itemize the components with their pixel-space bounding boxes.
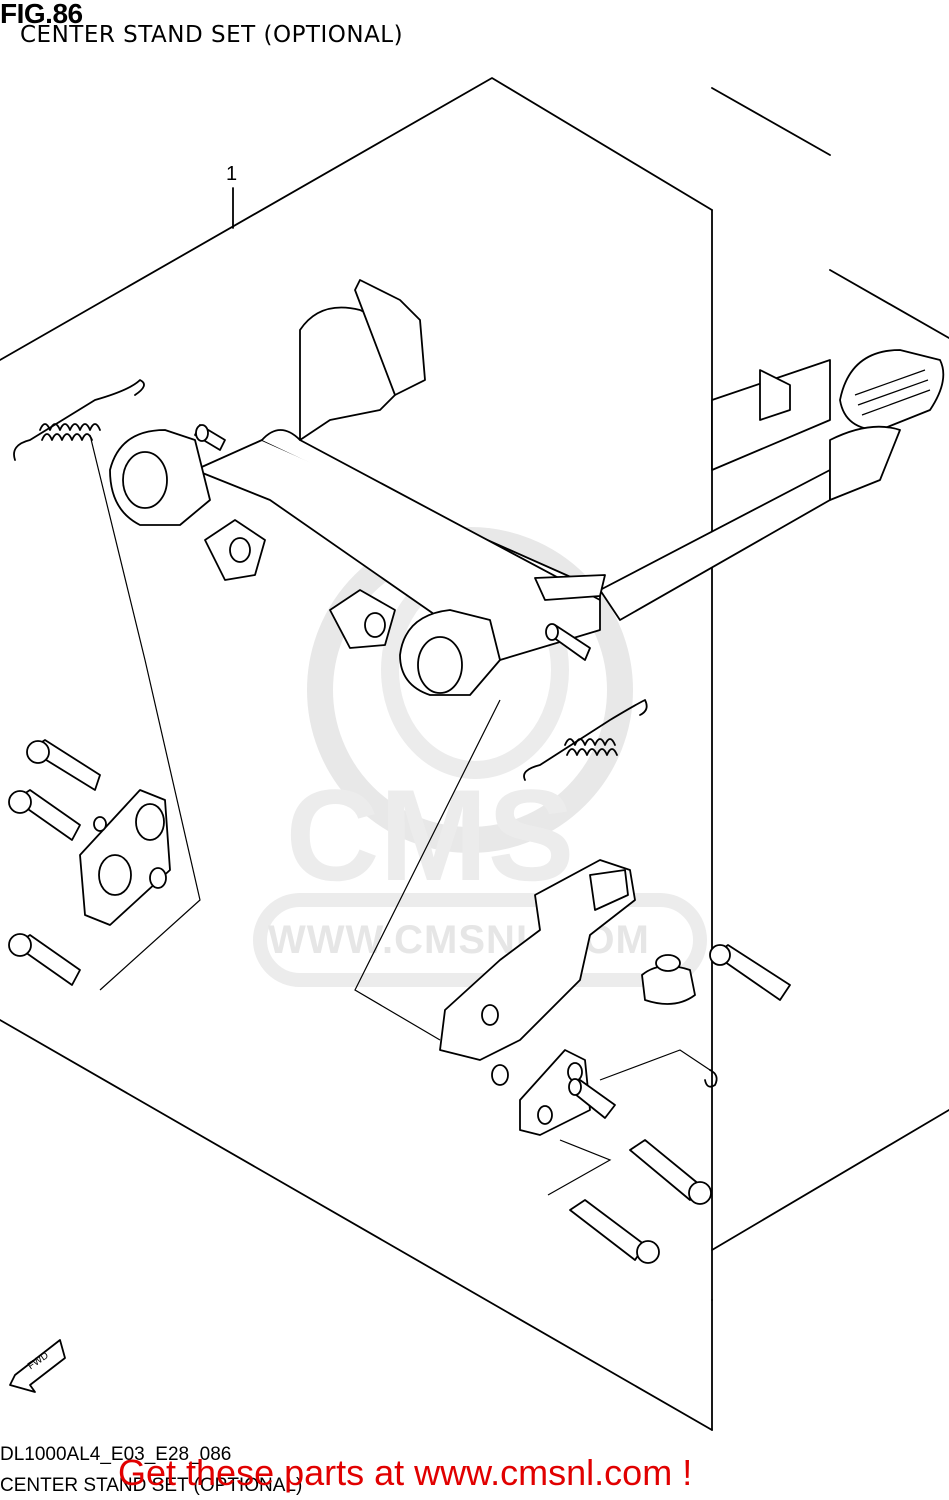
- bolt-right-3: [569, 1199, 660, 1264]
- set-outline: [0, 77, 949, 1431]
- bushing-left: [204, 519, 266, 581]
- model-code: DL1000AL4_E03_E28_086: [0, 1444, 232, 1465]
- clip: [704, 1069, 718, 1088]
- fwd-arrow-icon: FWD: [9, 1339, 66, 1393]
- leader-lines: [89, 434, 711, 1196]
- bolt-left-3: [8, 933, 81, 986]
- bushing-right: [329, 589, 396, 649]
- footer-title: CENTER STAND SET (OPTIONAL): [0, 1475, 303, 1496]
- pin-upper: [194, 424, 226, 451]
- nut-left: [93, 816, 107, 832]
- kick-pedal: [711, 349, 945, 501]
- right-bracket: [439, 859, 636, 1136]
- callout-1: 1: [226, 163, 237, 185]
- spring-left: [13, 379, 145, 461]
- bolt-right-2: [629, 1139, 712, 1205]
- rubber-stopper: [641, 954, 696, 1005]
- figure-title: CENTER STAND SET (OPTIONAL): [20, 22, 404, 48]
- center-stand-frame: [109, 279, 831, 696]
- spring-right: [523, 699, 648, 781]
- parts-diagram: 1: [0, 77, 949, 1431]
- parts-cta-link[interactable]: Get these parts at www.cmsnl.com !: [118, 1452, 693, 1493]
- left-bracket: [79, 789, 171, 926]
- pin-right: [568, 1078, 616, 1119]
- bolt-left-2: [8, 789, 81, 841]
- bolt-right-1: [709, 944, 791, 1001]
- bolt-left-1: [26, 739, 101, 791]
- pin-lower: [545, 623, 591, 661]
- figure-number: FIG.86: [0, 0, 83, 29]
